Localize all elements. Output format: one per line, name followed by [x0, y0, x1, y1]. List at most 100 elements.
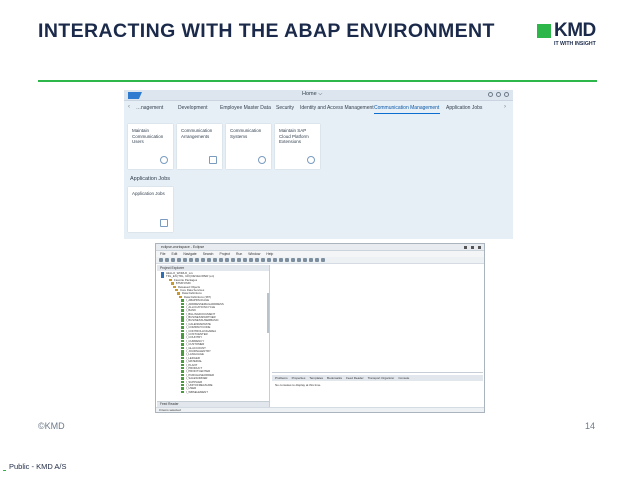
shell-title[interactable]: Home ⌵ — [302, 91, 323, 97]
close-icon[interactable] — [478, 246, 481, 249]
tree-item[interactable]: I_BILLINGDOCUMENT — [159, 312, 269, 316]
tree-item[interactable]: I_SUPPLIER — [159, 380, 269, 384]
tree-item[interactable]: I_JOURNALENTRY — [159, 349, 269, 353]
menu-item-search[interactable]: Search — [202, 252, 214, 256]
menu-item-file[interactable]: File — [160, 252, 166, 256]
tab-management[interactable]: …nagement — [136, 105, 164, 111]
user-avatar-icon[interactable] — [504, 92, 509, 97]
tree-item[interactable]: Released Objects — [159, 285, 269, 289]
maximize-icon[interactable] — [471, 246, 474, 249]
tree-item[interactable]: I_COSTCENTER — [159, 332, 269, 336]
bottom-tab-problems[interactable]: Problems — [275, 376, 288, 380]
toolbar-button-icon[interactable] — [231, 258, 235, 262]
tree-item[interactable]: I_PROFITCENTER — [159, 370, 269, 373]
tab-communication-management[interactable]: Communication Management — [374, 105, 440, 111]
toolbar-button-icon[interactable] — [243, 258, 247, 262]
toolbar-button-icon[interactable] — [255, 258, 259, 262]
chevron-right-icon[interactable]: › — [504, 104, 506, 110]
tile-maintain-sap-cloud-platform-extensions[interactable]: Maintain SAP Cloud Platform Extensions — [275, 124, 320, 169]
tree-item[interactable]: I_LANGUAGE — [159, 353, 269, 356]
toolbar-button-icon[interactable] — [303, 258, 307, 262]
tree-item[interactable]: I_SALESORDER — [159, 376, 269, 380]
toolbar-button-icon[interactable] — [321, 258, 325, 262]
project-explorer-tab[interactable]: Project Explorer — [157, 265, 269, 271]
tile-application-jobs[interactable]: Application Jobs — [128, 187, 173, 232]
tree-item[interactable]: Core Data Services — [159, 288, 269, 292]
notifications-icon[interactable] — [496, 92, 501, 97]
toolbar-button-icon[interactable] — [273, 258, 277, 262]
tree-item[interactable]: I_GLACCOUNT — [159, 346, 269, 350]
menu-item-navigate[interactable]: Navigate — [183, 252, 197, 256]
tree-item[interactable]: I_COUNTRY — [159, 336, 269, 339]
feed-reader-tab[interactable]: Feed Reader — [157, 402, 269, 407]
toolbar-button-icon[interactable] — [201, 258, 205, 262]
tree-item[interactable]: I_CONTROLLINGAREA — [159, 329, 269, 333]
tree-item[interactable]: I_BUSINESSUSERBASIC — [159, 319, 269, 322]
bottom-tab-templates[interactable]: Templates — [309, 376, 324, 380]
tree-item[interactable]: I_BUSINESSPARTNER — [159, 315, 269, 319]
toolbar-button-icon[interactable] — [279, 258, 283, 262]
tree-item[interactable]: I_ADDRESSEMAILADDRESS — [159, 302, 269, 306]
tile-communication-systems[interactable]: Communication Systems — [226, 124, 271, 169]
toolbar-button-icon[interactable] — [261, 258, 265, 262]
toolbar-button-icon[interactable] — [189, 258, 193, 262]
tree-item[interactable]: I_PRODUCT — [159, 366, 269, 370]
tree-item[interactable]: I_CALENDARDATE — [159, 322, 269, 326]
tab-application-jobs[interactable]: Application Jobs — [446, 105, 483, 111]
bottom-tab-console[interactable]: Console — [398, 376, 410, 380]
tree-item[interactable]: Data Definitions — [159, 292, 269, 295]
tree-item[interactable]: I_PURCHASEORDER — [159, 373, 269, 377]
tree-item[interactable]: TRL_EN [TRL, 100] DEVELOPER (en) — [159, 275, 269, 278]
bottom-tab-bookmarks[interactable]: Bookmarks — [327, 376, 343, 380]
toolbar-button-icon[interactable] — [249, 258, 253, 262]
toolbar-button-icon[interactable] — [213, 258, 217, 262]
menu-item-run[interactable]: Run — [236, 252, 243, 256]
tree-item[interactable]: I_MATERIAL — [159, 359, 269, 363]
tab-employee-master-data[interactable]: Employee Master Data — [220, 105, 271, 111]
toolbar-button-icon[interactable] — [171, 258, 175, 262]
toolbar-button-icon[interactable] — [291, 258, 295, 262]
editor-area[interactable] — [272, 265, 483, 373]
tree-scrollbar[interactable] — [267, 293, 269, 333]
sap-logo-icon[interactable] — [128, 92, 142, 99]
tree-item[interactable]: I_UNITOFMEASURE — [159, 383, 269, 387]
tree-item[interactable]: I_CURRENCY — [159, 339, 269, 343]
toolbar-button-icon[interactable] — [225, 258, 229, 262]
toolbar-button-icon[interactable] — [237, 258, 241, 262]
menu-item-help[interactable]: Help — [266, 252, 274, 256]
toolbar-button-icon[interactable] — [207, 258, 211, 262]
minimize-icon[interactable] — [464, 246, 467, 249]
tab-security[interactable]: Security — [276, 105, 295, 111]
toolbar-button-icon[interactable] — [267, 258, 271, 262]
toolbar-button-icon[interactable] — [285, 258, 289, 262]
tree-item[interactable]: I_PLANT — [159, 363, 269, 367]
bottom-tab-transport-organizer[interactable]: Transport Organizer — [367, 376, 395, 380]
toolbar-button-icon[interactable] — [219, 258, 223, 262]
tab-identity-access-management[interactable]: Identity and Access Management — [300, 105, 374, 111]
menu-item-edit[interactable]: Edit — [171, 252, 178, 256]
tree-item[interactable]: $TMP-KMD — [159, 281, 269, 285]
toolbar-button-icon[interactable] — [297, 258, 301, 262]
tree-item[interactable]: I_WBSELEMENT — [159, 390, 269, 394]
tree-item[interactable]: I_LEDGER — [159, 356, 269, 360]
search-icon[interactable] — [488, 92, 493, 97]
tree-item[interactable]: I_BANK — [159, 309, 269, 312]
toolbar-button-icon[interactable] — [159, 258, 163, 262]
tree-item[interactable]: Data Definitions (387) — [159, 295, 269, 299]
toolbar-button-icon[interactable] — [309, 258, 313, 262]
menu-item-project[interactable]: Project — [219, 252, 231, 256]
tree-item[interactable]: I_ABAPPACKAGE — [159, 298, 269, 302]
menu-item-window[interactable]: Window — [248, 252, 261, 256]
tile-maintain-communication-users[interactable]: Maintain Communication Users — [128, 124, 173, 169]
tree-item[interactable]: Favorite Packages — [159, 278, 269, 282]
toolbar-button-icon[interactable] — [165, 258, 169, 262]
tree-item[interactable]: I_ALLOCATIONCYCLE — [159, 305, 269, 309]
toolbar-button-icon[interactable] — [177, 258, 181, 262]
chevron-left-icon[interactable]: ‹ — [128, 104, 130, 110]
tree-item[interactable]: HELLO_WORLD_xxx — [159, 271, 269, 275]
bottom-tab-properties[interactable]: Properties — [291, 376, 306, 380]
toolbar-button-icon[interactable] — [183, 258, 187, 262]
toolbar-button-icon[interactable] — [315, 258, 319, 262]
bottom-tab-feed-reader[interactable]: Feed Reader — [346, 376, 364, 380]
tree-item[interactable]: I_CUSTOMER — [159, 343, 269, 346]
